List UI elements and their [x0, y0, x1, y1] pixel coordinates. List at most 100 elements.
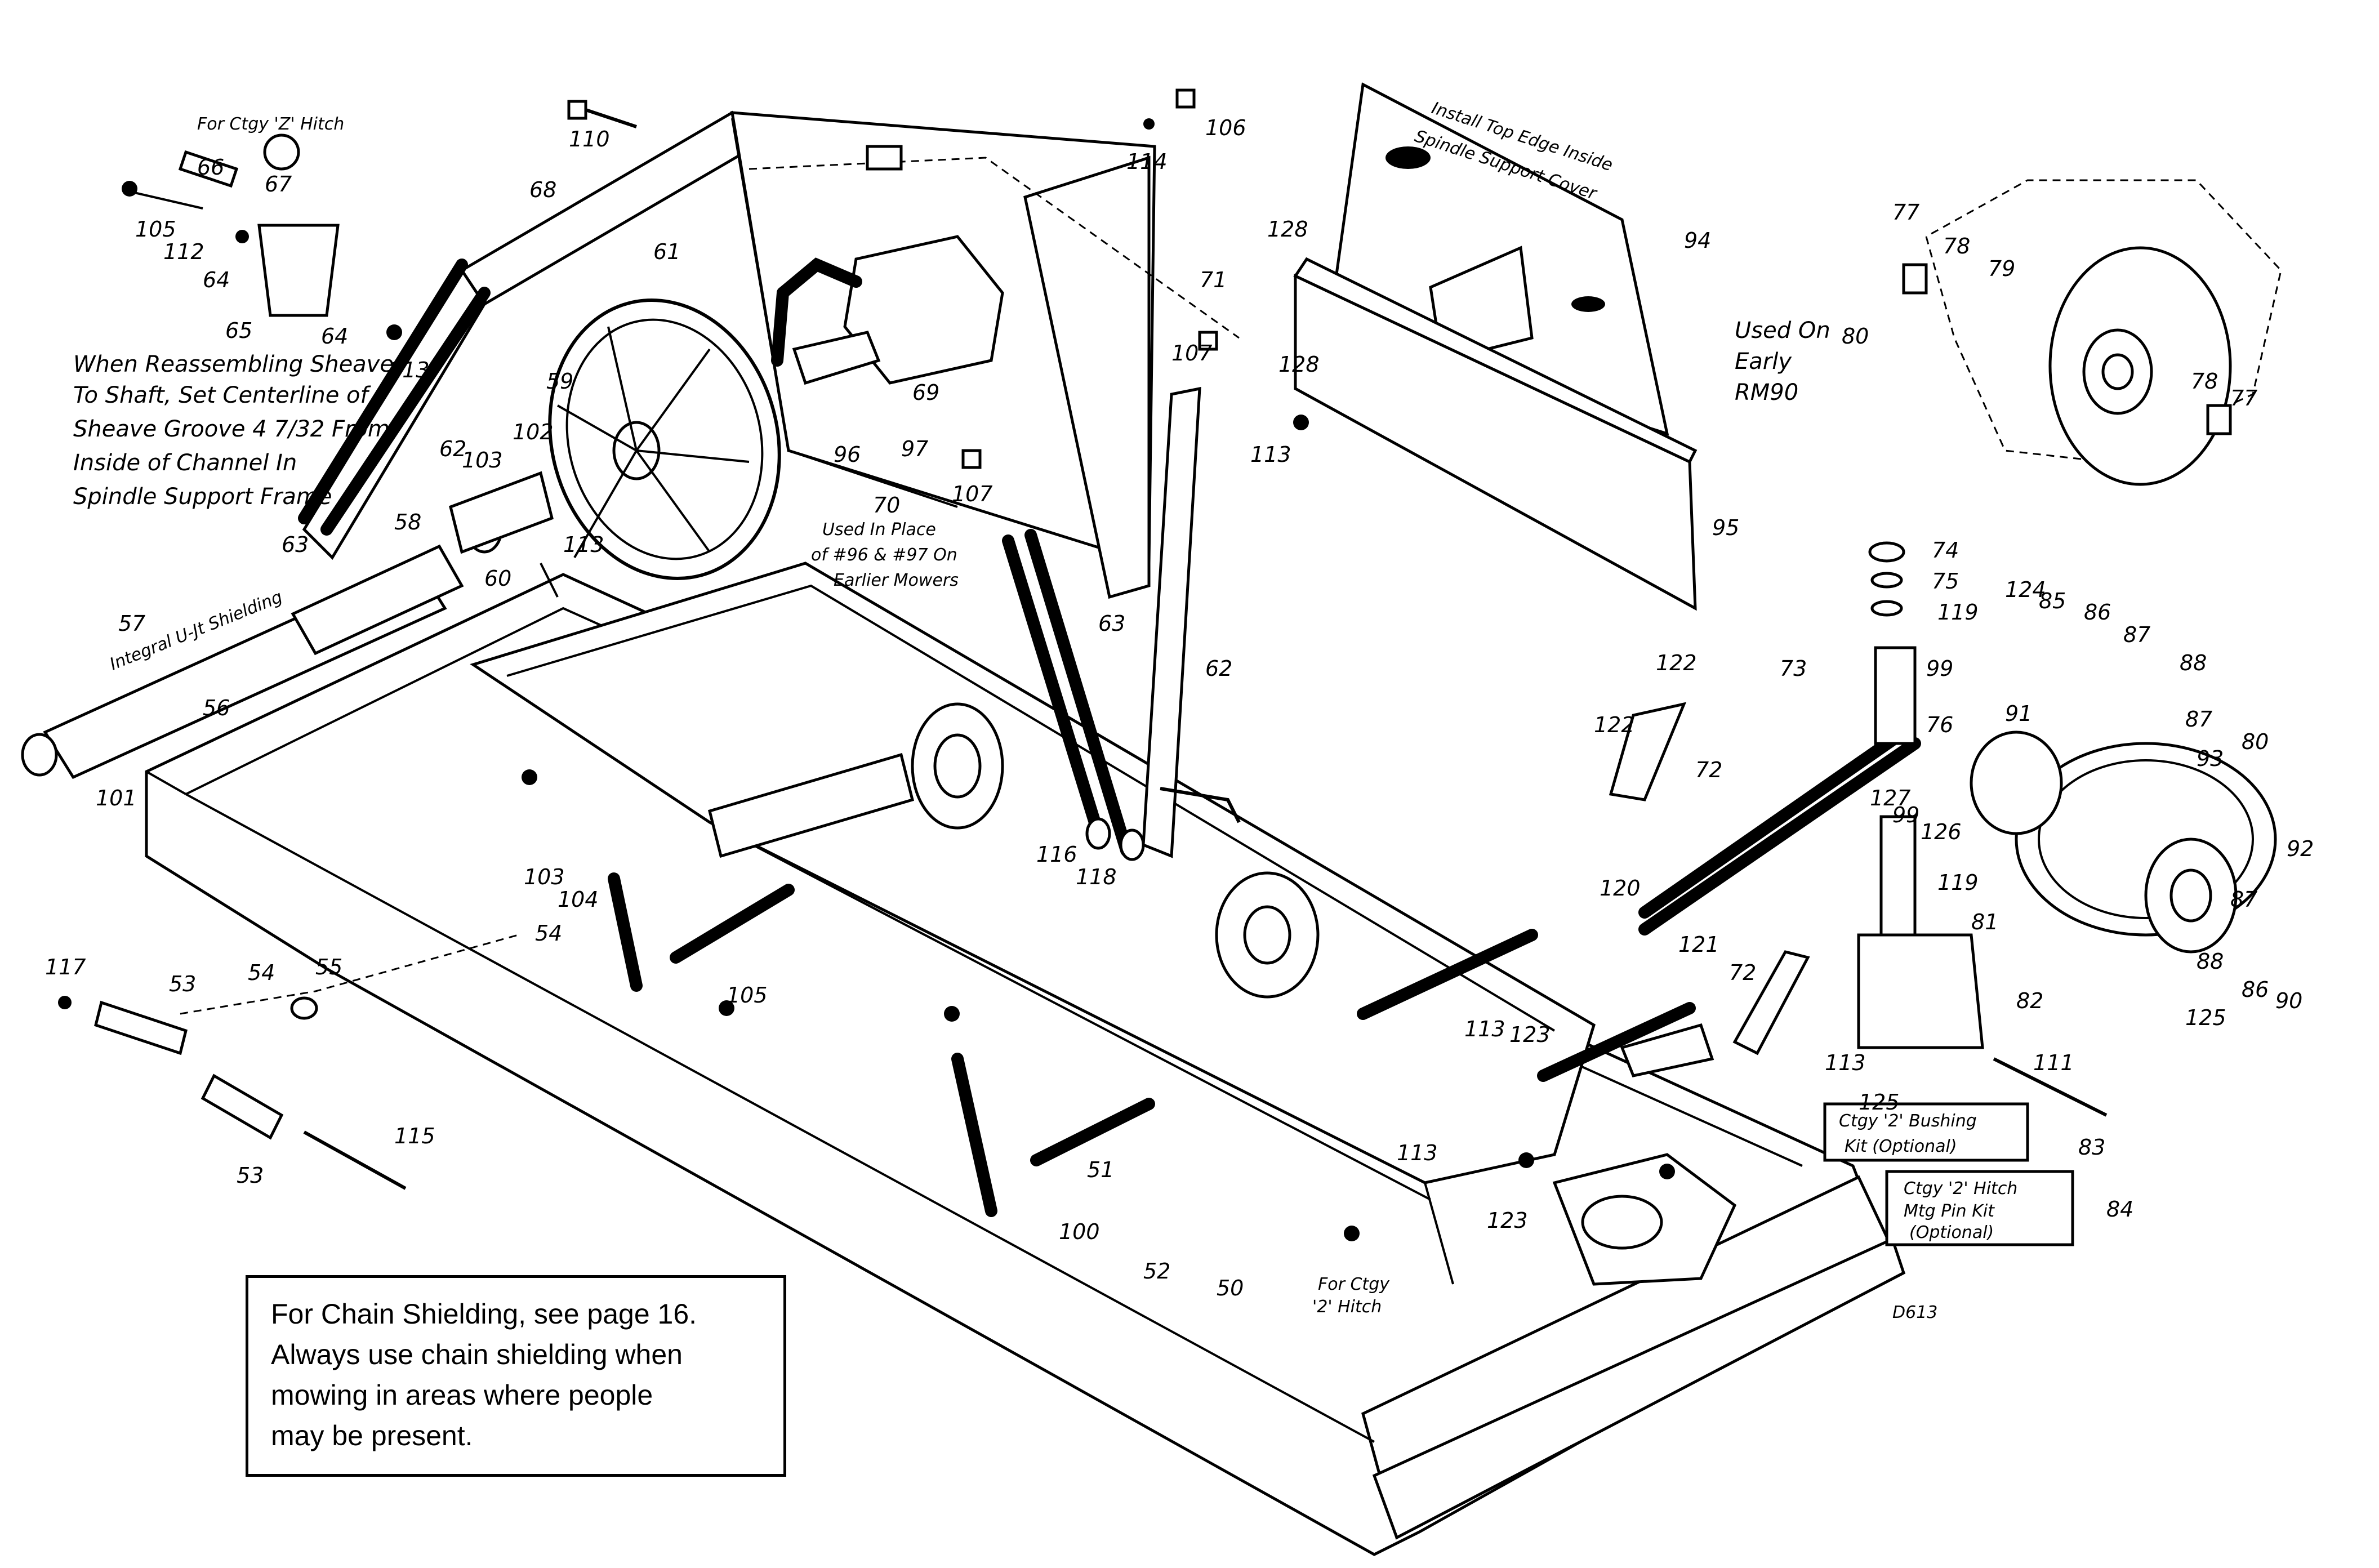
bushing-kit-line1: Ctgy '2' Bushing — [1839, 1111, 1977, 1131]
part-number: 84 — [2106, 1197, 2133, 1222]
part-number: 77 — [2230, 386, 2257, 411]
part-number: 70 — [873, 493, 900, 518]
part-number: 72 — [1729, 960, 1756, 985]
drawing-code: D613 — [1892, 1303, 1937, 1322]
used-on-line2: Early — [1735, 349, 1792, 375]
part-number: 87 — [2230, 887, 2257, 912]
part-number: 63 — [282, 532, 309, 557]
note-line-4: may be present. — [271, 1420, 473, 1451]
used-in-place-line1: Used In Place — [822, 520, 936, 540]
part-number: 68 — [529, 177, 556, 202]
part-number: 78 — [2191, 369, 2218, 394]
part-number: 86 — [2242, 977, 2269, 1002]
part-number: 67 — [265, 172, 292, 197]
part-number: 59 — [546, 369, 573, 394]
part-number: 69 — [912, 380, 939, 405]
part-callouts: 50 51 52 53 53 54 54 55 56 57 58 59 60 6… — [45, 115, 2314, 1300]
part-number: 113 — [1397, 1141, 1438, 1165]
driveline — [21, 471, 559, 779]
part-number: 62 — [1205, 656, 1232, 681]
part-number: 63 — [1098, 611, 1125, 636]
part-number: 119 — [1937, 870, 1979, 895]
note-line-3: mowing in areas where people — [271, 1379, 653, 1411]
part-number: 54 — [535, 921, 562, 946]
part-number: 85 — [2039, 589, 2066, 613]
part-number: 52 — [1143, 1259, 1170, 1284]
part-number: 97 — [901, 436, 928, 461]
hitch-parts — [122, 133, 402, 340]
part-number: 96 — [834, 442, 861, 467]
part-number: 122 — [1656, 651, 1697, 675]
bushing-kit-line2: Kit (Optional) — [1845, 1137, 1957, 1156]
part-number: 99 — [1892, 803, 1919, 827]
part-number: 115 — [394, 1124, 435, 1148]
deck-brackets — [608, 872, 1714, 1217]
part-number: 90 — [2275, 988, 2302, 1013]
used-on-line3: RM90 — [1735, 380, 1798, 406]
part-number: 75 — [1932, 569, 1959, 594]
part-number: 88 — [2180, 651, 2207, 675]
sheave-note-line5: Spindle Support Frame — [73, 484, 332, 510]
part-number: 122 — [1594, 712, 1635, 737]
top-hardware — [567, 88, 1309, 469]
part-number: 99 — [1926, 656, 1953, 681]
part-number: 126 — [1921, 819, 1962, 844]
part-number: 50 — [1217, 1276, 1244, 1300]
part-number: 80 — [2242, 729, 2269, 754]
used-in-place-line3: Earlier Mowers — [834, 571, 959, 590]
part-number: 100 — [1059, 1219, 1100, 1244]
hitch-top-label: For Ctgy 'Z' Hitch — [197, 114, 344, 134]
hitch-pin-kit-line1: Ctgy '2' Hitch — [1904, 1179, 2017, 1199]
part-number: 110 — [569, 127, 610, 152]
part-number: 86 — [2084, 600, 2111, 625]
part-number: 91 — [2005, 701, 2032, 726]
part-number: 87 — [2185, 707, 2212, 732]
part-number: 105 — [135, 217, 176, 242]
part-number: 113 — [563, 532, 604, 557]
part-number: 55 — [315, 955, 342, 979]
part-number: 123 — [1509, 1022, 1551, 1047]
part-number: 83 — [2078, 1135, 2105, 1160]
part-number: 117 — [45, 955, 86, 979]
note-line-2: Always use chain shielding when — [271, 1339, 683, 1370]
part-number: 73 — [1780, 656, 1807, 681]
part-number: 54 — [248, 960, 275, 985]
part-number: 111 — [2033, 1050, 2074, 1075]
part-number: 128 — [1278, 352, 1320, 377]
part-number: 128 — [1267, 217, 1308, 242]
part-number: 74 — [1932, 538, 1959, 563]
part-number: 120 — [1600, 876, 1641, 901]
part-number: 119 — [1937, 600, 1979, 625]
part-number: 77 — [1892, 200, 1919, 225]
hitch-pin-kit-line3: (Optional) — [1909, 1223, 1994, 1242]
part-number: 56 — [203, 696, 230, 720]
part-number: 88 — [2197, 949, 2224, 974]
part-number: 51 — [1087, 1157, 1114, 1182]
part-number: 53 — [237, 1163, 264, 1188]
part-number: 113 — [1464, 1017, 1505, 1041]
mower-deck — [145, 562, 1906, 1556]
part-number: 112 — [163, 239, 204, 264]
part-number: 58 — [394, 510, 421, 534]
part-number: 95 — [1712, 515, 1739, 540]
part-number: 113 — [1250, 442, 1291, 467]
part-number: 106 — [1205, 115, 1246, 140]
spindle-cover — [1293, 82, 1698, 611]
note-line-1: For Chain Shielding, see page 16. — [271, 1298, 697, 1330]
part-number: 104 — [558, 887, 599, 912]
part-number: 121 — [1678, 932, 1719, 957]
part-number: 103 — [462, 448, 503, 473]
part-number: 53 — [169, 972, 196, 996]
sheave-assembly — [548, 235, 1004, 580]
early-wheel — [1902, 179, 2282, 486]
part-number: 118 — [1076, 865, 1117, 889]
part-number: 116 — [1036, 842, 1077, 867]
part-number: 76 — [1926, 712, 1953, 737]
part-number: 80 — [1842, 324, 1869, 349]
part-number: 125 — [1859, 1090, 1900, 1115]
sheave-note-line2: To Shaft, Set Centerline of — [73, 382, 372, 408]
part-number: 125 — [2185, 1005, 2226, 1030]
part-number: 93 — [2197, 746, 2224, 771]
part-number: 102 — [513, 420, 554, 444]
